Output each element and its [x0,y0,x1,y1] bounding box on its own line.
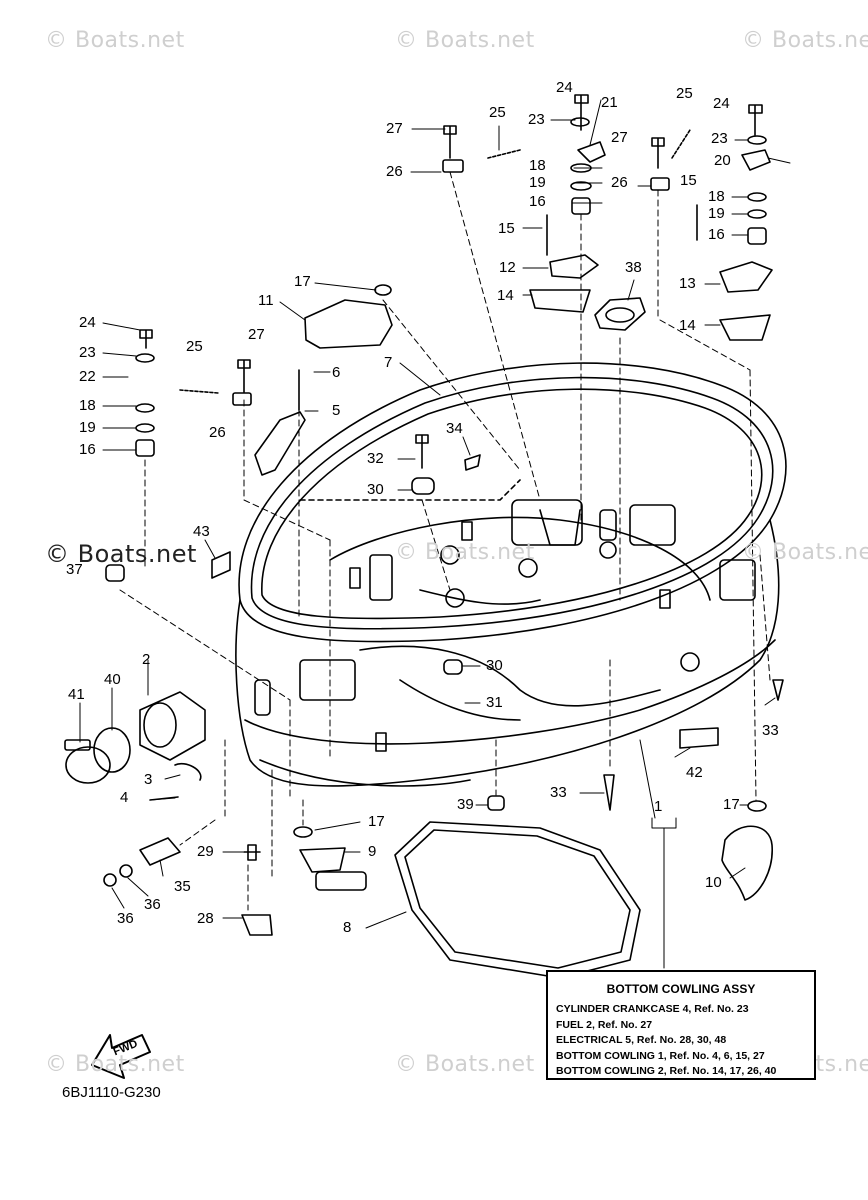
callout-17: 17 [368,813,385,830]
callout-24: 24 [556,79,573,96]
callout-28: 28 [197,910,214,927]
info-row: BOTTOM COWLING 1, Ref. No. 4, 6, 15, 27 [556,1049,765,1062]
callout-26: 26 [209,424,226,441]
cowling-bosses [254,499,756,752]
callout-27: 27 [386,120,403,137]
info-row: FUEL 2, Ref. No. 27 [556,1018,653,1031]
callout-33: 33 [762,722,779,739]
cowling-body [235,479,780,787]
callout-19: 19 [708,205,725,222]
bottom-gasket [394,821,641,979]
callout-17: 17 [723,796,740,813]
watermark: © Boats.net [45,1052,185,1077]
callout-12: 12 [499,259,516,276]
callout-35: 35 [174,878,191,895]
callout-23: 23 [528,111,545,128]
callout-18: 18 [708,188,725,205]
callout-30: 30 [367,481,384,498]
callout-16: 16 [529,193,546,210]
callout-22: 22 [79,368,96,385]
callout-25: 25 [186,338,203,355]
callout-10: 10 [705,874,722,891]
callout-36: 36 [144,896,161,913]
callout-27: 27 [611,129,628,146]
callout-6: 6 [332,364,341,381]
watermark: © Boats.net [45,28,185,53]
callout-25: 25 [489,104,506,121]
callout-15: 15 [680,172,697,189]
watermark: © Boats.net [395,28,535,53]
leader-lines [79,99,791,969]
callout-23: 23 [711,130,728,147]
watermark: © Boats.net [395,1052,535,1077]
info-row: CYLINDER CRANKCASE 4, Ref. No. 23 [556,1003,749,1015]
callout-24: 24 [713,95,730,112]
callout-9: 9 [368,843,377,860]
callout-19: 19 [79,419,96,436]
callout-29: 29 [197,843,214,860]
callout-3: 3 [144,771,153,788]
callout-32: 32 [367,450,384,467]
watermark: © Boats.net [395,540,535,565]
callout-4: 4 [120,789,129,806]
diagram-code: 6BJ1110-G230 [62,1084,161,1101]
callout-37: 37 [66,561,83,578]
callout-14: 14 [679,317,696,334]
callout-1: 1 [654,798,663,815]
cowling-rim [238,362,787,643]
callout-20: 20 [714,152,731,169]
callout-33: 33 [550,784,567,801]
callout-7: 7 [384,354,393,371]
callout-40: 40 [104,671,121,688]
callout-16: 16 [79,441,96,458]
info-row: BOTTOM COWLING 2, Ref. No. 14, 17, 26, 4… [556,1065,777,1077]
callout-17: 17 [294,273,311,290]
callout-8: 8 [343,919,352,936]
callout-16: 16 [708,226,725,243]
callout-14: 14 [497,287,514,304]
callout-11: 11 [258,292,274,309]
watermark: © Boats.net [742,28,868,53]
callout-30: 30 [486,657,503,674]
callout-42: 42 [686,764,703,781]
callout-23: 23 [79,344,96,361]
callout-36: 36 [117,910,134,927]
callout-2: 2 [142,651,151,668]
callout-39: 39 [457,796,474,813]
callout-18: 18 [79,397,96,414]
watermark: © Boats.net [45,540,197,568]
info-box-title: BOTTOM COWLING ASSY [606,982,756,996]
callout-13: 13 [679,275,696,292]
callout-27: 27 [248,326,265,343]
callout-15: 15 [498,220,515,237]
callout-43: 43 [193,523,210,540]
callout-24: 24 [79,314,96,331]
info-row: ELECTRICAL 5, Ref. No. 28, 30, 48 [556,1034,727,1046]
callout-25: 25 [676,85,693,102]
callout-31: 31 [486,694,503,711]
callout-19: 19 [529,174,546,191]
callout-41: 41 [68,686,85,703]
callout-21: 21 [601,94,618,111]
parts-hardware [64,94,784,1079]
bottom-cowling-assy-box: BOTTOM COWLING ASSY CYLINDER CRANKCASE 4… [546,970,816,1080]
callout-18: 18 [529,157,546,174]
callout-5: 5 [332,402,341,419]
callout-26: 26 [611,174,628,191]
callout-26: 26 [386,163,403,180]
callout-34: 34 [446,420,463,437]
watermark: © Boats.net [742,540,868,565]
callout-38: 38 [625,259,642,276]
